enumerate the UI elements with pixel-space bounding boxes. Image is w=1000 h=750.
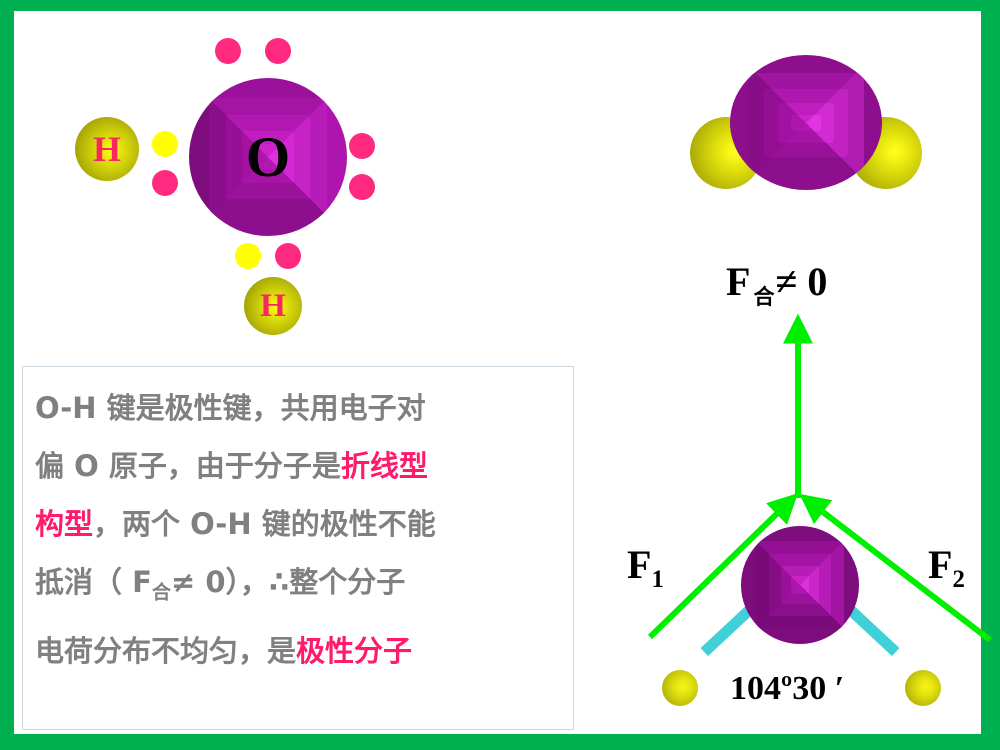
- hydrogen-atom-left: H: [75, 117, 139, 181]
- explanation-highlight: 构型: [35, 507, 94, 541]
- f2-subscript: 2: [952, 566, 965, 593]
- explanation-line: 构型，两个 O-H 键的极性不能: [35, 495, 565, 553]
- explanation-subscript: 合: [151, 581, 171, 604]
- f1-force-arrow: [647, 493, 799, 640]
- frame-border-right: [981, 0, 1000, 750]
- explanation-line: 电荷分布不均匀，是极性分子: [35, 622, 565, 680]
- net-force-relation: ≠ 0: [775, 259, 828, 304]
- explanation-segment: 偏 O 原子，由于分子是: [35, 449, 341, 483]
- explanation-segment: O-H 键是极性键，共用电子对: [35, 391, 426, 425]
- frame-border-bottom: [0, 734, 1000, 750]
- electron-dot-pink: [215, 38, 241, 64]
- force-vector-arrows: [647, 313, 992, 643]
- f1-label: F1: [627, 545, 664, 593]
- water-bond-dipole-vectors: [600, 300, 1000, 750]
- hydrogen-atom-label: H: [92, 129, 121, 169]
- electron-dot-pink: [349, 174, 375, 200]
- bond-angle-label: 104º30 ′: [730, 670, 845, 707]
- ballstick-hydrogen-left: [662, 670, 698, 706]
- electron-dot-pink: [275, 243, 301, 269]
- net-force-subscript: 合: [753, 285, 775, 310]
- oxygen-atom-sphere: O: [189, 78, 347, 236]
- electron-dot-yellow: [235, 243, 261, 269]
- explanation-line: O-H 键是极性键，共用电子对: [35, 379, 565, 437]
- polarity-explanation-text: O-H 键是极性键，共用电子对 偏 O 原子，由于分子是折线型 构型，两个 O-…: [22, 366, 574, 730]
- ballstick-oxygen: [741, 526, 859, 644]
- explanation-segment: ，两个 O-H 键的极性不能: [93, 507, 436, 541]
- explanation-line: 抵消（ F合≠ 0），∴整个分子: [35, 553, 565, 622]
- frame-border-top: [0, 0, 1000, 11]
- f2-label: F2: [928, 545, 965, 593]
- water-space-filling-model: [690, 55, 940, 200]
- explanation-segment: 电荷分布不均匀，是: [35, 633, 297, 668]
- spacefill-oxygen: [730, 55, 882, 190]
- f1-symbol: F: [627, 542, 652, 587]
- explanation-highlight: 折线型: [340, 449, 428, 483]
- explanation-segment: ≠ 0），∴整个分子: [170, 565, 406, 599]
- electron-dot-pink: [265, 38, 291, 64]
- explanation-highlight: 极性分子: [296, 633, 413, 668]
- hydrogen-atom-label: H: [260, 287, 286, 324]
- electron-dot-pink: [349, 133, 375, 159]
- frame-border-left: [0, 0, 14, 750]
- ballstick-hydrogen-right: [905, 670, 941, 706]
- electron-dot-pink: [152, 170, 178, 196]
- explanation-line: 偏 O 原子，由于分子是折线型: [35, 437, 565, 495]
- explanation-segment: 抵消（ F: [35, 565, 152, 599]
- electron-dot-yellow: [152, 131, 178, 157]
- f2-force-arrow: [799, 493, 992, 643]
- hydrogen-atom-bottom: H: [244, 277, 302, 335]
- f2-symbol: F: [928, 542, 953, 587]
- net-force-symbol: F: [726, 259, 751, 304]
- f1-subscript: 1: [651, 566, 664, 593]
